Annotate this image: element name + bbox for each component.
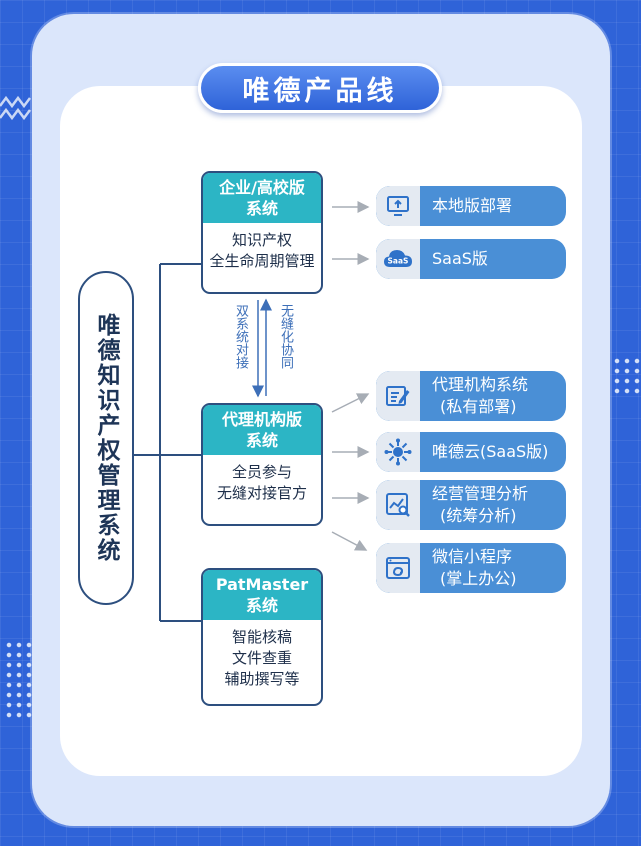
- product-label: SaaS版: [420, 239, 566, 279]
- decorative-dots-right: [612, 356, 641, 396]
- document-edit-icon: [376, 371, 420, 421]
- system-description: 智能核稿 文件查重 辅助撰写等: [203, 620, 321, 697]
- saas-icon-text: SaaS: [388, 257, 409, 266]
- product-label: 微信小程序 (掌上办公): [420, 543, 566, 593]
- system-header: 企业/高校版 系统: [203, 173, 321, 223]
- product-label: 代理机构系统 (私有部署): [420, 371, 566, 421]
- product-label-line: 微信小程序: [432, 547, 513, 566]
- product-business-analysis: 经营管理分析 (统筹分析): [376, 480, 566, 530]
- product-saas: SaaS SaaS版: [376, 239, 566, 279]
- decorative-dots-left: [4, 640, 34, 720]
- system-header: PatMaster 系统: [203, 570, 321, 620]
- product-label-line: SaaS版: [432, 249, 488, 268]
- system-desc-line: 全员参与: [231, 463, 292, 481]
- product-label-line: 本地版部署: [432, 196, 513, 215]
- monitor-upload-icon: [376, 186, 420, 226]
- product-local-deploy: 本地版部署: [376, 186, 566, 226]
- product-weide-cloud: 唯德云(SaaS版): [376, 432, 566, 472]
- system-name-line: 系统: [245, 431, 278, 450]
- system-name-line: PatMaster: [215, 575, 309, 594]
- product-label-line: (私有部署): [440, 397, 517, 416]
- system-box-enterprise: 企业/高校版 系统 知识产权 全生命周期管理: [201, 171, 323, 294]
- system-description: 知识产权 全生命周期管理: [203, 223, 321, 279]
- decorative-zigzag-icon: [0, 95, 31, 121]
- system-name-line: 系统: [245, 596, 278, 615]
- chart-search-icon: [376, 480, 420, 530]
- system-description: 全员参与 无缝对接官方: [203, 455, 321, 511]
- main-system-pill: 唯德知识产权管理系统: [78, 271, 134, 605]
- product-label-line: (统筹分析): [440, 506, 517, 525]
- sync-label-dual: 双系统对接: [233, 304, 248, 369]
- product-label: 经营管理分析 (统筹分析): [420, 480, 566, 530]
- product-label: 唯德云(SaaS版): [420, 432, 566, 472]
- system-name-line: 系统: [245, 199, 278, 218]
- sync-label-seamless: 无缝化协同: [278, 304, 293, 369]
- main-system-label: 唯德知识产权管理系统: [93, 313, 119, 563]
- system-desc-line: 智能核稿: [231, 628, 292, 646]
- product-label-line: 唯德云(SaaS版): [432, 442, 549, 461]
- product-agency-private: 代理机构系统 (私有部署): [376, 371, 566, 421]
- product-label-line: 代理机构系统: [432, 375, 529, 394]
- system-box-patmaster: PatMaster 系统 智能核稿 文件查重 辅助撰写等: [201, 568, 323, 706]
- network-hub-icon: [376, 432, 420, 472]
- product-label-line: 经营管理分析: [432, 484, 529, 503]
- system-desc-line: 无缝对接官方: [216, 484, 307, 502]
- system-desc-line: 全生命周期管理: [209, 252, 315, 270]
- system-desc-line: 辅助撰写等: [224, 670, 300, 688]
- system-header: 代理机构版 系统: [203, 405, 321, 455]
- product-wechat-miniprogram: 微信小程序 (掌上办公): [376, 543, 566, 593]
- page-title: 唯德产品线: [198, 63, 442, 113]
- system-desc-line: 知识产权: [231, 231, 292, 249]
- code-window-icon: [376, 543, 420, 593]
- product-label-line: (掌上办公): [440, 569, 517, 588]
- system-name-line: 企业/高校版: [219, 178, 305, 197]
- saas-cloud-icon: SaaS: [376, 239, 420, 279]
- system-name-line: 代理机构版: [221, 410, 302, 429]
- system-desc-line: 文件查重: [231, 649, 292, 667]
- system-box-agency: 代理机构版 系统 全员参与 无缝对接官方: [201, 403, 323, 526]
- product-label: 本地版部署: [420, 186, 566, 226]
